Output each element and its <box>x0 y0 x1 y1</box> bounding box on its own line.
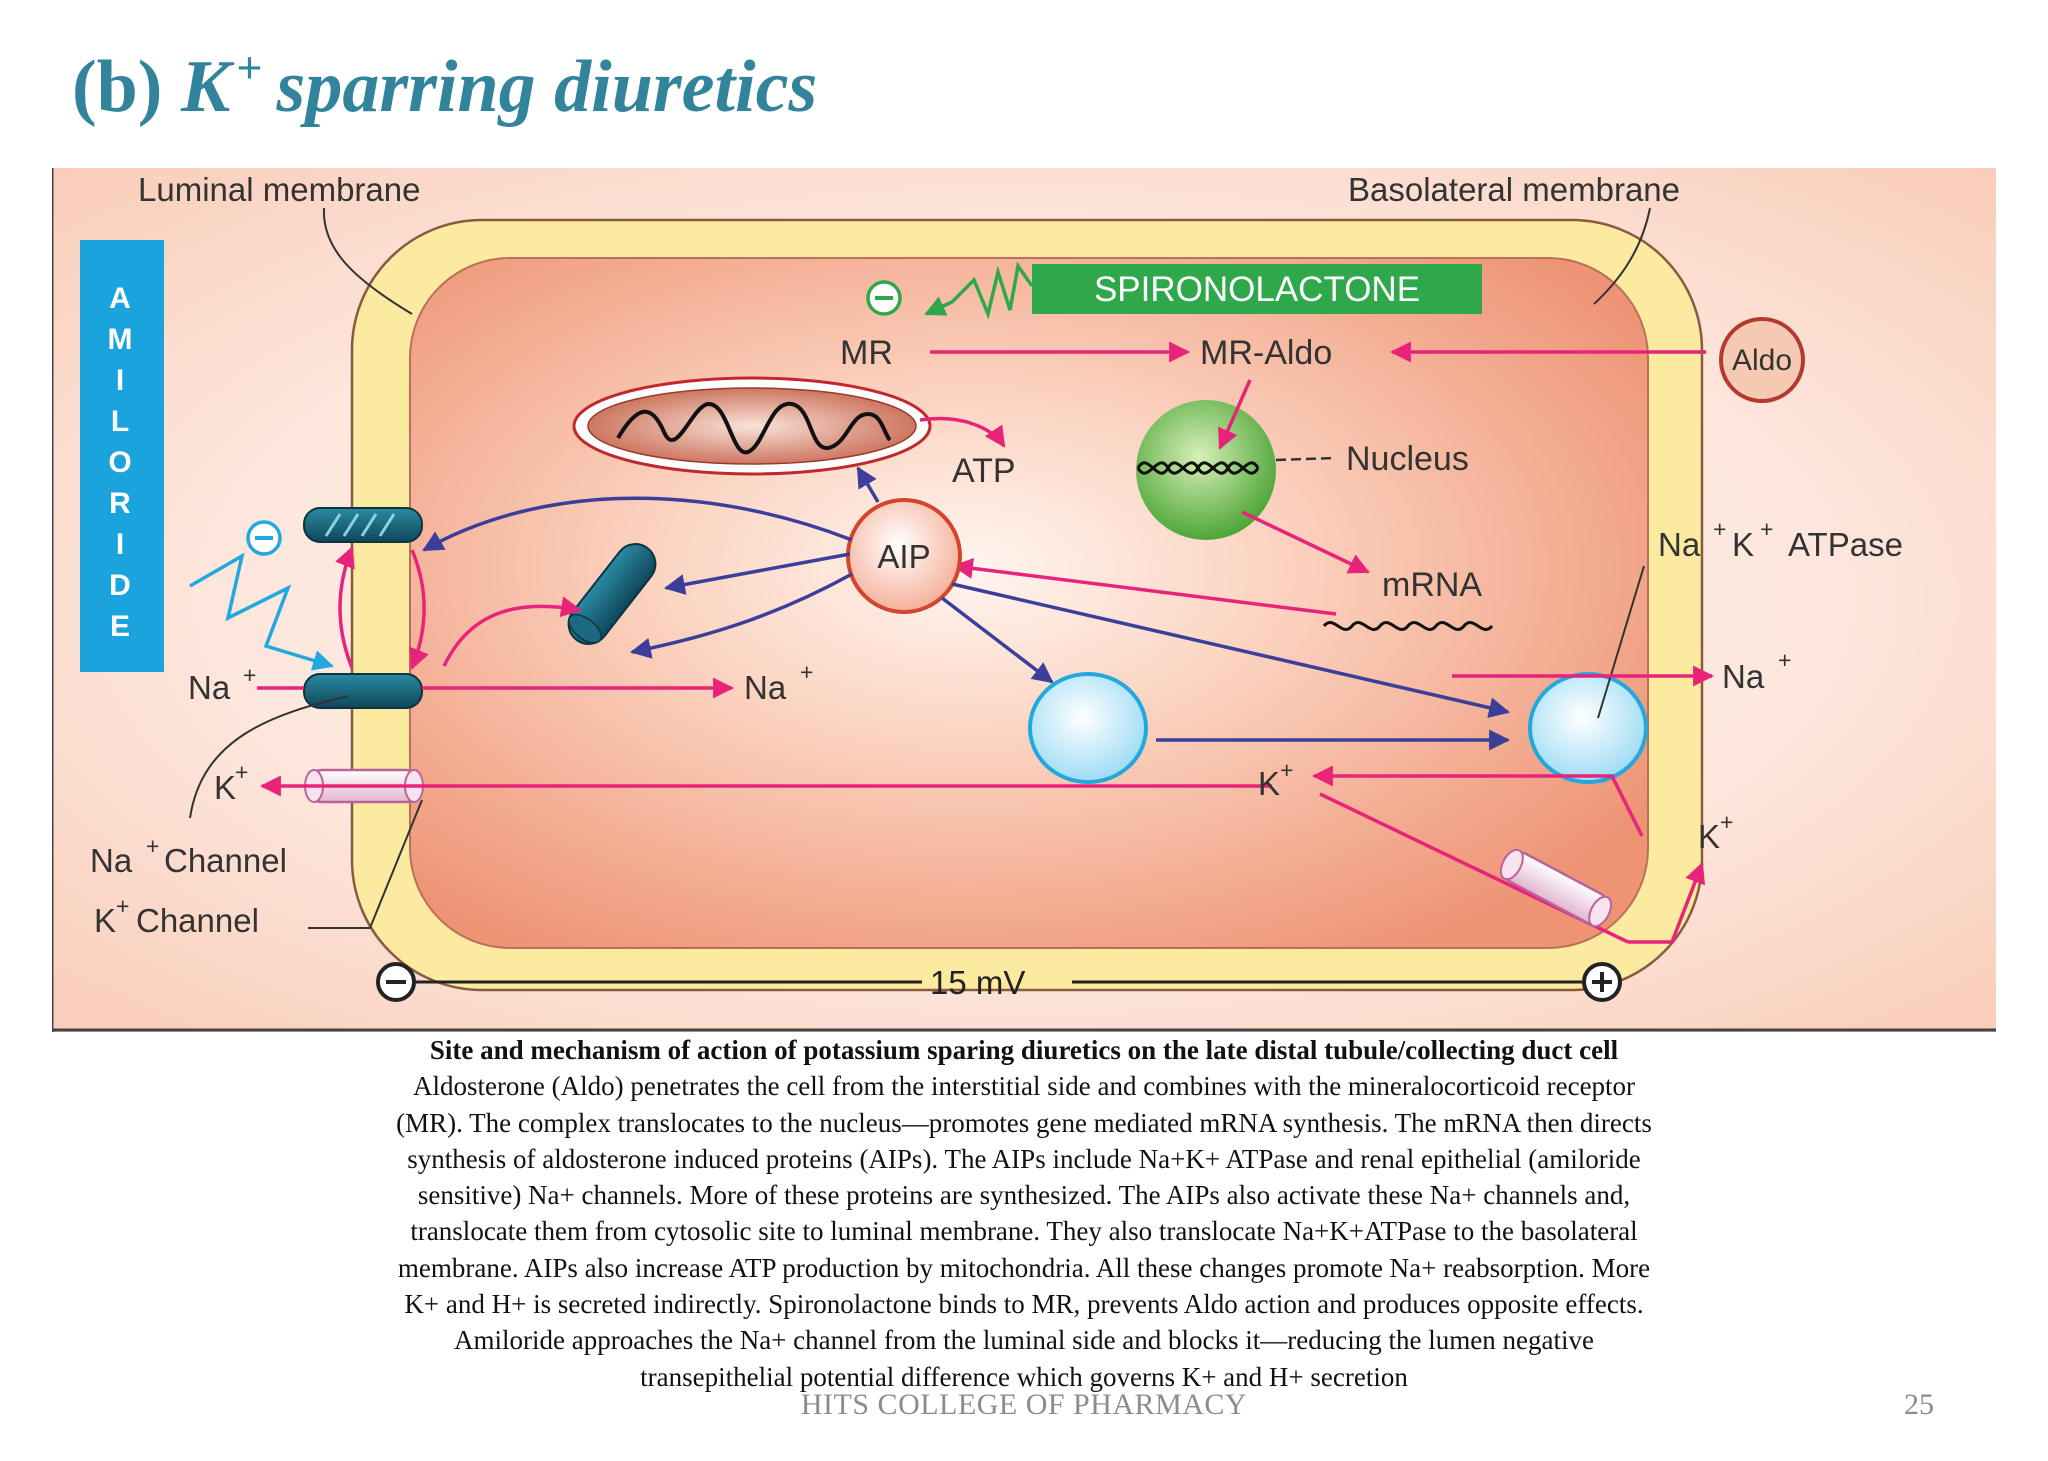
title-rest: sparring diuretics <box>276 46 818 128</box>
na-channel-label-na: Na <box>90 842 133 879</box>
figure-caption: Site and mechanism of action of potassiu… <box>300 1032 1748 1395</box>
caption-line: Aldosterone (Aldo) penetrates the cell f… <box>412 1071 1636 1102</box>
na-channel-leader <box>189 695 349 819</box>
na-interstitium-plus: + <box>1778 647 1791 673</box>
aip-to-mitochondria-arrow <box>856 466 880 503</box>
amiloride-letter: D <box>109 569 131 602</box>
k-uptake-arrow <box>1311 765 1644 837</box>
aldo-label: Aldo <box>1732 344 1792 377</box>
caption-line: (MR). The complex translocates to the nu… <box>396 1107 1652 1138</box>
footer-institution: HITS COLLEGE OF PHARMACY <box>800 1388 1248 1421</box>
na-channel-label-channel: Channel <box>164 842 287 879</box>
k-lumen-plus: + <box>235 759 248 785</box>
caption-line: K+ and H+ is secreted indirectly. Spiron… <box>404 1289 1644 1320</box>
channel-recycle-arrow <box>409 549 429 670</box>
caption-line: transepithelial potential difference whi… <box>640 1361 1408 1392</box>
amiloride-letter: L <box>111 405 129 438</box>
channel-recycle-arrow <box>335 546 355 669</box>
aip-to-atpase-arrow <box>951 582 1511 718</box>
amiloride-bar <box>80 240 164 672</box>
aip-to-na-channel-arrow <box>422 496 853 552</box>
caption-line: Amiloride approaches the Na+ channel fro… <box>454 1325 1594 1356</box>
amiloride-letter: I <box>116 364 124 397</box>
amiloride-letter: I <box>116 528 124 561</box>
k-interstitium-plus: + <box>1720 809 1733 835</box>
page-number: 25 <box>1904 1388 1934 1421</box>
na-cell-plus: + <box>800 659 813 685</box>
spironolactone-zigzag-arrow <box>924 261 1034 320</box>
na-lumen-plus: + <box>243 662 256 688</box>
potential-label: 15 mV <box>930 964 1025 1001</box>
spironolactone-box <box>1032 264 1482 314</box>
mr-aldo-label: MR-Aldo <box>1200 334 1332 372</box>
na-k-atpase-pump <box>1528 672 1648 784</box>
transcription-arrow <box>1241 510 1370 574</box>
mr-label: MR <box>840 334 893 372</box>
basolateral-membrane-leader <box>1593 207 1651 305</box>
aip-to-translocation-arrow <box>629 572 853 659</box>
na-channel-label-plus: + <box>146 833 159 859</box>
atp-label: ATP <box>952 452 1016 490</box>
aip-to-cytosolic-channel-arrow <box>663 552 851 595</box>
caption-line: synthesis of aldosterone induced protein… <box>407 1143 1641 1174</box>
caption-heading: Site and mechanism of action of potassiu… <box>429 1035 1619 1065</box>
diuretic-mechanism-diagram: Luminal membrane Basolateral membrane A … <box>52 168 1996 1032</box>
na-interstitium-label: Na <box>1722 658 1765 695</box>
title-k-superscript: + <box>236 42 263 93</box>
k-channel-label-channel: Channel <box>136 902 259 939</box>
atp-production-arrow <box>919 416 1006 448</box>
spironolactone-label: SPIRONOLACTONE <box>1094 270 1420 309</box>
caption-line: sensitive) Na+ channels. More of these p… <box>417 1180 1631 1211</box>
caption-line: membrane. AIPs also increase ATP product… <box>397 1252 1651 1283</box>
amiloride-zigzag-arrow <box>189 552 335 671</box>
k-channel-label-k: K <box>94 902 116 939</box>
atpase-na-plus: + <box>1713 516 1726 542</box>
caption-line: translocate them from cytosolic site to … <box>410 1216 1638 1247</box>
na-cell-label: Na <box>744 669 787 706</box>
k-interstitium-label: K <box>1698 818 1720 855</box>
atpase-k-plus: + <box>1760 516 1773 542</box>
k-channel-leader <box>308 799 423 929</box>
amiloride-letter: E <box>110 610 130 643</box>
cytosolic-na-channel <box>303 507 423 543</box>
basolateral-k-channel <box>1499 848 1613 928</box>
amiloride-letter: O <box>108 446 131 479</box>
aip-to-pump-arrow <box>940 596 1054 684</box>
atpase-na: Na <box>1658 526 1701 563</box>
nucleus <box>1136 400 1276 540</box>
amiloride-letter: A <box>109 282 131 315</box>
luminal-membrane-label: Luminal membrane <box>138 171 420 208</box>
aip-label: AIP <box>877 538 930 575</box>
k-lumen-label: K <box>214 769 236 806</box>
title-prefix: (b) <box>72 46 181 128</box>
slide-title: (b) K+ sparring diuretics <box>72 40 817 132</box>
atpase-k: K <box>1732 526 1754 563</box>
k-cell-plus: + <box>1280 757 1293 783</box>
channel-activation-arrow <box>442 596 583 667</box>
title-k: K <box>180 46 231 128</box>
cytosolic-pump <box>1028 672 1148 784</box>
nucleus-leader <box>1275 456 1335 462</box>
na-lumen-label: Na <box>188 669 231 706</box>
basolateral-membrane-label: Basolateral membrane <box>1348 171 1680 208</box>
cytosolic-channel <box>567 543 657 645</box>
atpase-label: ATPase <box>1788 526 1903 563</box>
k-recycle-return-arrow <box>1628 862 1706 944</box>
luminal-membrane-leader <box>322 207 413 315</box>
mrna-label: mRNA <box>1382 566 1482 604</box>
amiloride-letter: M <box>108 323 133 356</box>
mr-aldo-to-nucleus-arrow <box>1218 379 1252 450</box>
k-channel-label-plus: + <box>116 893 129 919</box>
k-cell-label: K <box>1258 765 1280 802</box>
nucleus-label: Nucleus <box>1346 440 1469 478</box>
aldo-circle <box>1719 317 1805 403</box>
atpase-leader <box>1597 565 1645 719</box>
translation-arrow <box>951 557 1337 616</box>
amiloride-letter: R <box>109 487 131 520</box>
